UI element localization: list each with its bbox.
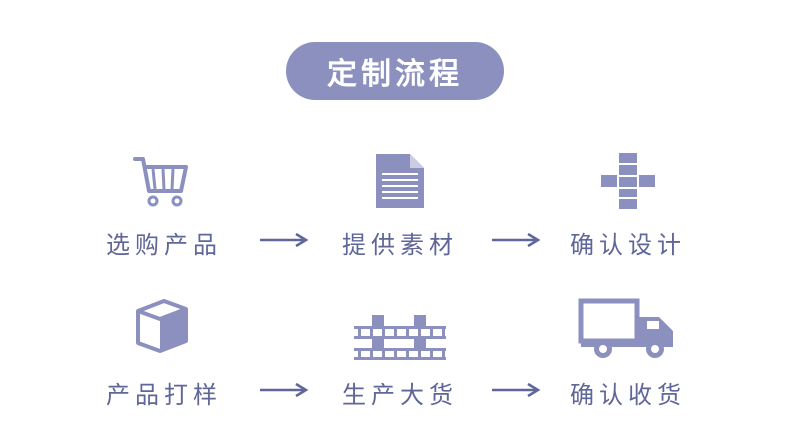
shopping-cart-icon (133, 157, 188, 207)
arrow-right-icon (492, 232, 541, 248)
delivery-truck-icon (578, 298, 673, 358)
puzzle-blocks-icon (599, 151, 657, 211)
conveyor-belt-icon (354, 315, 446, 360)
arrow-right-icon (492, 382, 541, 398)
document-icon (376, 154, 424, 208)
step-label: 生产大货 (342, 381, 458, 409)
step-label: 确认收货 (570, 381, 686, 409)
step-label: 产品打样 (106, 381, 222, 409)
box-icon (136, 299, 188, 353)
arrow-right-icon (260, 232, 309, 248)
step-label: 确认设计 (570, 231, 686, 259)
page-title: 定制流程 (286, 42, 504, 100)
arrow-right-icon (260, 382, 309, 398)
step-label: 提供素材 (342, 231, 458, 259)
step-label: 选购产品 (106, 231, 222, 259)
